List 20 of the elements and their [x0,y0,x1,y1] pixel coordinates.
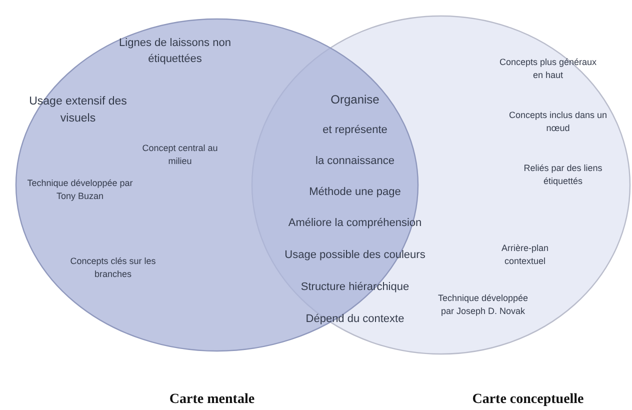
set-title: Carte mentale [168,390,256,409]
shared-feature-text: Dépend du contexte [306,312,404,328]
shared-feature-text: et représente [322,123,388,138]
shared-feature-text: Usage possible des couleurs [284,248,426,264]
shared-feature-text: Organise [330,91,380,108]
feature-text: Reliés par des liens étiquettés [522,162,604,188]
feature-text: Arrière-plan contextuel [500,242,550,268]
feature-text: Concepts plus généraux en haut [498,56,598,82]
shared-feature-text: Améliore la compréhension [288,216,422,232]
feature-text: Technique développée par Tony Buzan [26,176,134,203]
feature-text: Concepts clés sur les branches [69,254,157,281]
shared-feature-text: Méthode une page [309,185,401,200]
feature-text: Lignes de laissons non étiquettées [118,36,232,67]
set-title: Carte conceptuelle [471,390,585,409]
feature-text: Usage extensif des visuels [28,94,128,126]
shared-feature-text: la connaissance [316,154,394,170]
feature-text: Concept central au milieu [141,142,219,168]
shared-feature-text: Structure hiérarchique [300,280,410,296]
feature-text: Technique développée par Joseph D. Novak [436,292,530,318]
feature-text: Concepts inclus dans un nœud [508,108,608,135]
